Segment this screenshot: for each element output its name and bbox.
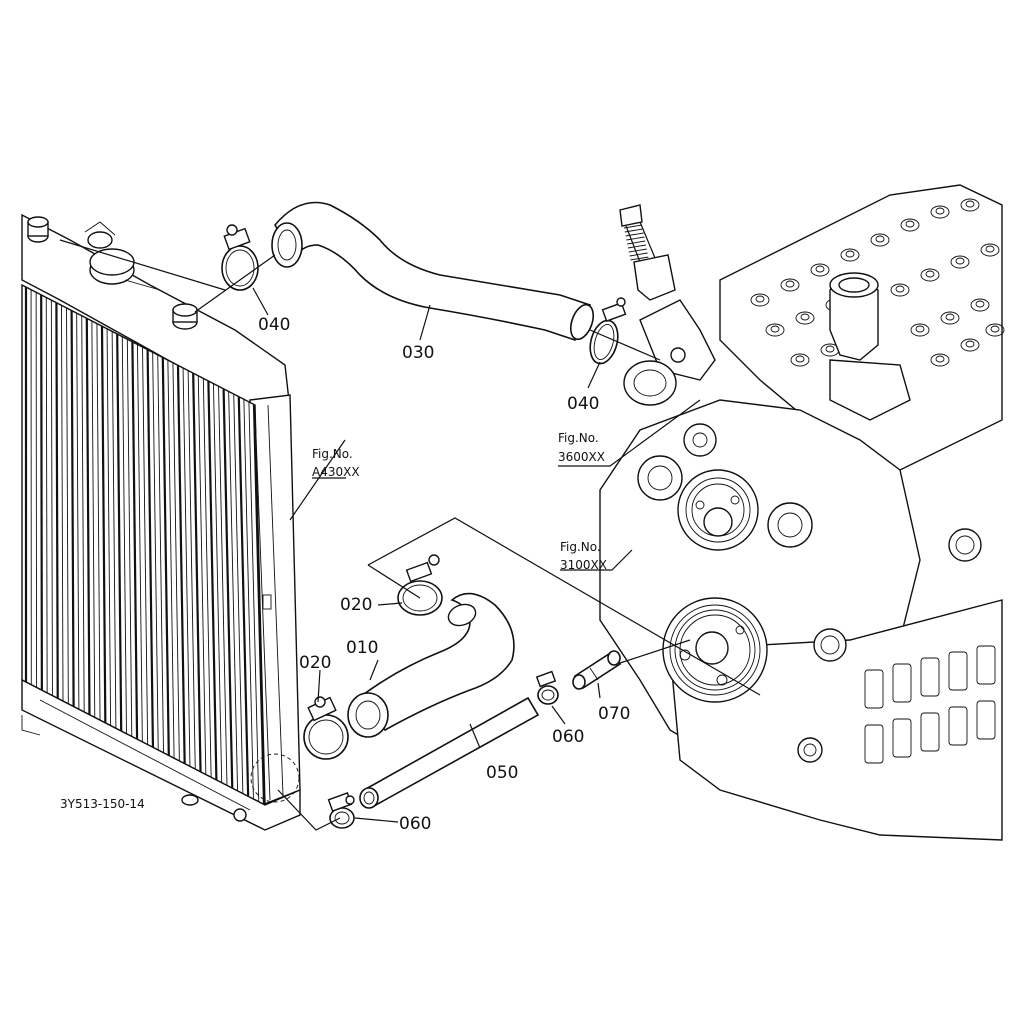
hose-clamp-020-lower [304, 697, 348, 759]
label-020-upper: 020 [340, 595, 372, 615]
label-040-upper: 040 [258, 315, 290, 335]
fig-ref-engine-lower-label: Fig.No. [560, 540, 601, 554]
water-pipe [573, 651, 620, 689]
fig-ref-radiator-label: Fig.No. [312, 447, 353, 461]
label-060-upper: 060 [552, 727, 584, 747]
fig-ref-engine-lower-number: 3100XX [560, 558, 607, 572]
hose-clamp-060-upper [537, 672, 558, 704]
label-030: 030 [402, 343, 434, 363]
label-010: 010 [346, 638, 378, 658]
label-060-lower: 060 [399, 814, 431, 834]
label-040-lower: 040 [567, 394, 599, 414]
upper-radiator-hose [272, 203, 598, 343]
hose-clamp-020-upper [398, 555, 442, 615]
label-050: 050 [486, 763, 518, 783]
fig-ref-engine-upper-label: Fig.No. [558, 431, 599, 445]
figure-references: Fig.No. A430XX Fig.No. 3600XX Fig.No. 31… [312, 431, 607, 572]
fig-ref-engine-upper-number: 3600XX [558, 450, 605, 464]
label-020-lower: 020 [299, 653, 331, 673]
hose-clamp-060-lower [329, 793, 354, 828]
label-070: 070 [598, 704, 630, 724]
drawing-code: 3Y513-150-14 [60, 797, 145, 811]
fig-ref-radiator-number: A430XX [312, 465, 360, 479]
radiator [22, 215, 300, 830]
lower-radiator-hose [348, 594, 514, 737]
engine-block [600, 185, 1004, 840]
